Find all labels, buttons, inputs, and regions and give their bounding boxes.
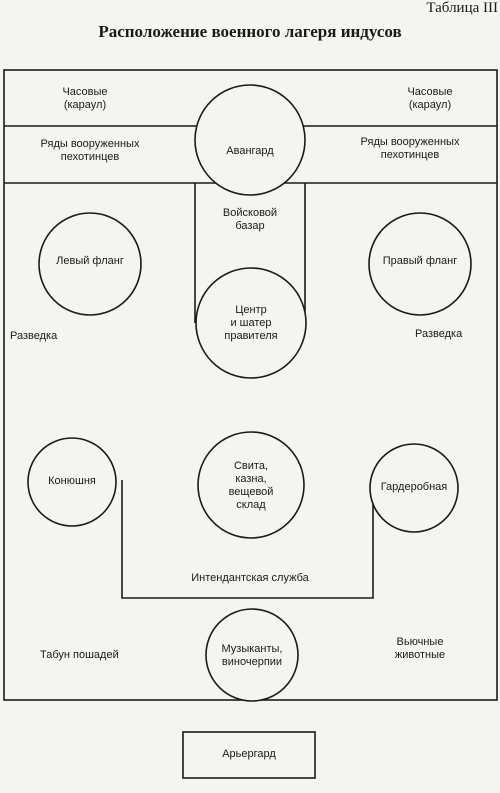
recon-right-label: Разведка	[415, 328, 463, 340]
horse-herd-label: Табун пошадей	[40, 649, 119, 661]
sentries-right-label: Часовые(караул)	[407, 86, 453, 111]
left-flank-circle	[38, 212, 142, 316]
quartermaster-label: Интендантская служба	[191, 572, 309, 584]
table-number: Таблица III	[426, 0, 498, 16]
stable-label: Конюшня	[48, 475, 96, 487]
musicians-label: Музыканты,виночерпии	[221, 643, 283, 668]
vanguard-circle	[194, 84, 306, 196]
musicians-circle	[205, 608, 299, 702]
center-circle	[195, 267, 307, 379]
rearguard-box	[182, 731, 316, 779]
sentries-left-label: Часовые(караул)	[62, 86, 108, 111]
retinue-circle	[197, 431, 305, 539]
right-flank-label: Правый фланг	[382, 255, 458, 267]
diagram-title: Расположение военного лагеря индусов	[98, 22, 402, 41]
wardrobe-circle	[369, 443, 459, 533]
right-flank-circle	[368, 212, 472, 316]
vanguard-label: Авангард	[226, 145, 274, 157]
recon-left-label: Разведка	[10, 330, 58, 342]
left-flank-label: Левый фланг	[56, 255, 124, 267]
rearguard-label: Арьергард	[222, 748, 276, 760]
stable-circle	[27, 437, 117, 527]
quartermaster-path	[121, 480, 374, 599]
wardrobe-label: Гардеробная	[380, 481, 448, 493]
